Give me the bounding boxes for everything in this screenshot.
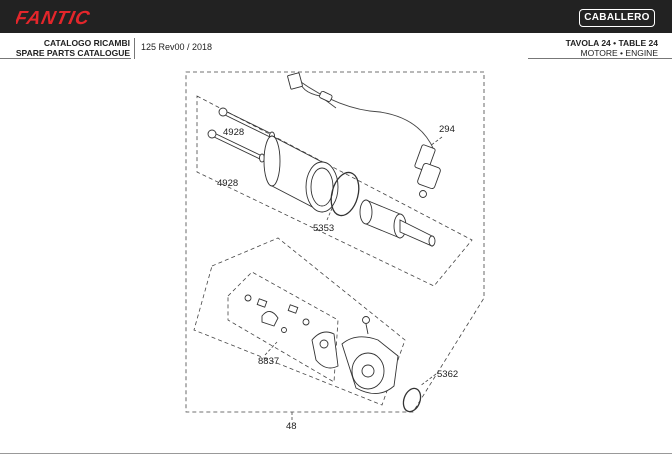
label-4928-b: 4928 bbox=[217, 178, 239, 189]
label-48: 48 bbox=[286, 421, 297, 432]
label-8837: 8837 bbox=[258, 356, 280, 367]
upper-region bbox=[196, 95, 473, 287]
table-title: TAVOLA 24 • TABLE 24 bbox=[565, 38, 658, 48]
table-info: TAVOLA 24 • TABLE 24 MOTORE • ENGINE bbox=[566, 38, 658, 58]
catalog-title: CATALOGO RICAMBI SPARE PARTS CATALOGUE bbox=[0, 38, 130, 58]
header-underline-right bbox=[528, 58, 672, 59]
fantic-logo: FANTIC bbox=[16, 8, 92, 28]
header-underline-left bbox=[0, 58, 131, 59]
o-ring-5353 bbox=[330, 171, 360, 217]
label-4928-a: 4928 bbox=[223, 127, 245, 138]
caballero-logo: CABALLERO bbox=[579, 9, 655, 27]
model-version: 125 Rev00 / 2018 bbox=[141, 42, 213, 52]
catalog-title-it: CATALOGO RICAMBI bbox=[43, 38, 130, 48]
label-5362: 5362 bbox=[437, 369, 459, 380]
svg-text:FANTIC: FANTIC bbox=[16, 8, 92, 28]
caballero-logo-text: CABALLERO bbox=[584, 12, 650, 23]
header-separator bbox=[134, 38, 135, 59]
label-294: 294 bbox=[439, 124, 455, 135]
label-5353: 5353 bbox=[313, 223, 335, 234]
section-title: MOTORE • ENGINE bbox=[580, 48, 658, 58]
catalog-title-en: SPARE PARTS CATALOGUE bbox=[15, 48, 130, 58]
footer-line bbox=[0, 453, 672, 454]
o-ring-5362 bbox=[402, 387, 422, 413]
top-header-bar: FANTIC CABALLERO bbox=[0, 0, 672, 33]
outer-frame bbox=[185, 71, 485, 413]
